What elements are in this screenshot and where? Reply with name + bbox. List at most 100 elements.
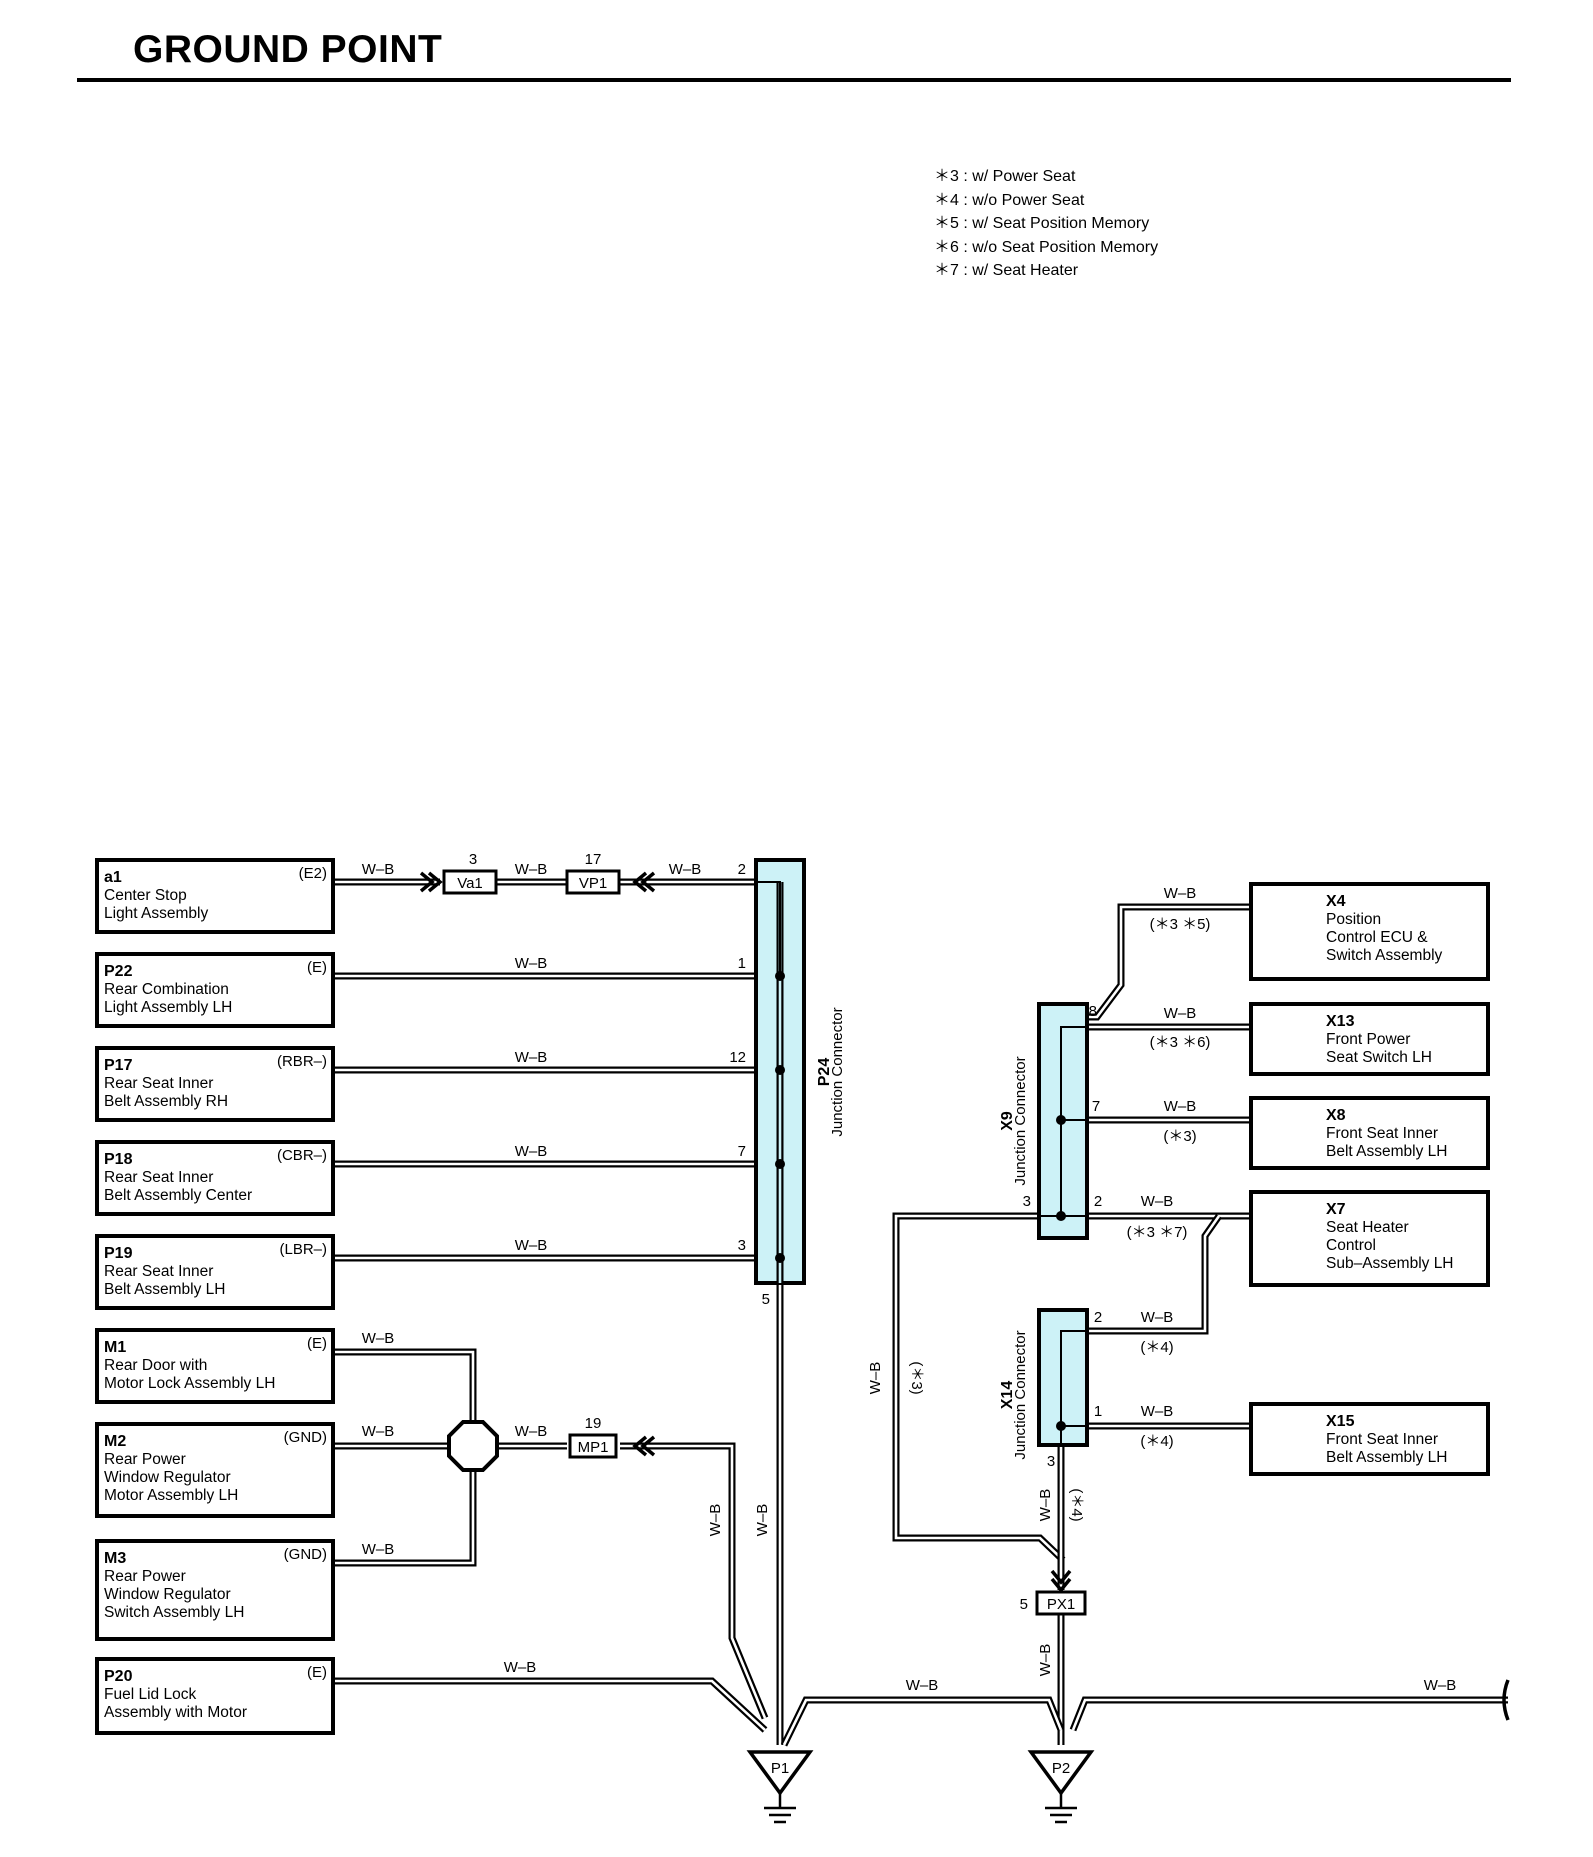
note-label: (＊3) [1163,1128,1196,1145]
component-x8-code: X8 [1326,1107,1346,1124]
terminal-label: (CBR–) [277,1147,327,1164]
wire-ground-bus-right [1069,1696,1508,1732]
component-m3-code: M3 [104,1550,126,1567]
component-x7-name: Control [1326,1237,1376,1254]
wire-color-label: W–B [754,1504,771,1537]
wire-m3 [333,1470,475,1565]
ground-p2 [1027,1750,1095,1796]
component-m2-name: Motor Assembly LH [104,1487,238,1504]
component-x7-name: Sub–Assembly LH [1326,1255,1454,1272]
component-p22-code: P22 [104,963,133,980]
wire-layer [333,878,1508,1747]
component-x13-name: Seat Switch LH [1326,1049,1432,1066]
wire-color-label: W–B [1141,1403,1174,1420]
wire-color-label: W–B [1141,1193,1174,1210]
component-p17-code: P17 [104,1057,133,1074]
wire-p20 [333,1677,768,1733]
wire-m1 [333,1350,475,1422]
connector-mp1-label: MP1 [578,1439,609,1456]
component-m2-name: Window Regulator [104,1469,231,1486]
wire-color-label: W–B [1037,1644,1054,1677]
wire-mp1-ground [620,1444,767,1719]
component-x15-code: X15 [1326,1413,1355,1430]
splice-dot [1056,1421,1066,1431]
component-x7 [1249,1190,1490,1287]
component-p20-name: Assembly with Motor [104,1704,247,1721]
wire-ground-bus [782,1698,1063,1746]
junction-path [756,881,781,976]
wire-color-label: W–B [515,1049,548,1066]
wire-color-label: W–B [1164,1005,1197,1022]
wire-color-label: W–B [515,1143,548,1160]
terminal-label: (E) [307,959,327,976]
component-x8-name: Front Seat Inner [1326,1125,1438,1142]
pin-label: 3 [1023,1193,1031,1210]
junction-code: X14 [999,1381,1016,1410]
connector-arrow [632,1435,648,1457]
junction-name: Junction Connector [829,1007,846,1136]
connector-arrow [632,871,648,893]
pin-label: 3 [738,1237,746,1254]
pin-label: 12 [729,1049,746,1066]
component-p19 [95,1234,335,1310]
wire-color-label: W–B [362,861,395,878]
connector-px1-label: PX1 [1047,1596,1075,1613]
component-m3 [95,1539,335,1641]
wire-mp1-ground [620,1442,769,1720]
legend: ＊3 : w/ Power Seat ＊4 : w/o Power Seat ＊… [934,165,1158,283]
wire-ground-bus-right [1071,1698,1508,1731]
wire-color-label: W–B [867,1362,884,1395]
component-p22-name: Rear Combination [104,981,229,998]
pin-label: 8 [1089,1003,1097,1020]
component-m2 [95,1422,335,1518]
component-x4-name: Control ECU & [1326,929,1428,946]
wire-color-label: W–B [906,1677,939,1694]
component-m1-code: M1 [104,1339,126,1356]
splice-dot [775,971,785,981]
pin-label: 1 [1094,1403,1102,1420]
wire-x9-px1 [894,1214,1064,1561]
wire-continuation-mark [1502,1679,1510,1721]
junction-name: Junction Connector [1012,1056,1029,1185]
component-x4-name: Switch Assembly [1326,947,1443,964]
wire-ground-bus [780,1696,1065,1747]
connector-arrow [1050,1569,1072,1585]
component-x8-name: Belt Assembly LH [1326,1143,1447,1160]
pin-label: 5 [1020,1596,1028,1613]
connector-arrow [640,1435,656,1457]
component-p18-name: Rear Seat Inner [104,1169,213,1186]
pin-label: 19 [585,1415,602,1432]
pin-label: 17 [585,851,602,868]
note-label: (＊4) [1068,1488,1085,1521]
note-label: (＊3) [908,1361,925,1394]
terminal-label: (E) [307,1664,327,1681]
wire-color-label: W–B [515,955,548,972]
wire-color-label: W–B [362,1423,395,1440]
wire-p20 [333,1679,766,1731]
component-x7-name: Seat Heater [1326,1219,1409,1236]
wire-m1 [333,1348,477,1422]
component-p17-name: Belt Assembly RH [104,1093,228,1110]
component-x15-name: Belt Assembly LH [1326,1449,1447,1466]
splice-dot [775,1159,785,1169]
connector-vp1-label: VP1 [579,875,607,892]
splice-octagon [447,1420,499,1472]
component-x8 [1249,1096,1490,1170]
terminal-label: (GND) [284,1429,327,1446]
connector-mp1 [568,1433,618,1459]
junction-code: P24 [816,1058,833,1087]
legend-item: ＊5 : w/ Seat Position Memory [934,215,1150,232]
component-p18-code: P18 [104,1151,133,1168]
connector-vp1 [565,869,621,895]
ground-p1-label: P1 [771,1760,789,1777]
title-rule [77,78,1511,82]
ground-p2-label: P2 [1052,1760,1070,1777]
wire-x4 [1087,905,1251,1019]
legend-item: ＊7 : w/ Seat Heater [934,262,1079,279]
note-label: (＊4) [1140,1433,1173,1450]
wire-color-label: W–B [1164,885,1197,902]
terminal-label: (E) [307,1335,327,1352]
component-m3-name: Switch Assembly LH [104,1604,244,1621]
component-p17 [95,1046,335,1122]
